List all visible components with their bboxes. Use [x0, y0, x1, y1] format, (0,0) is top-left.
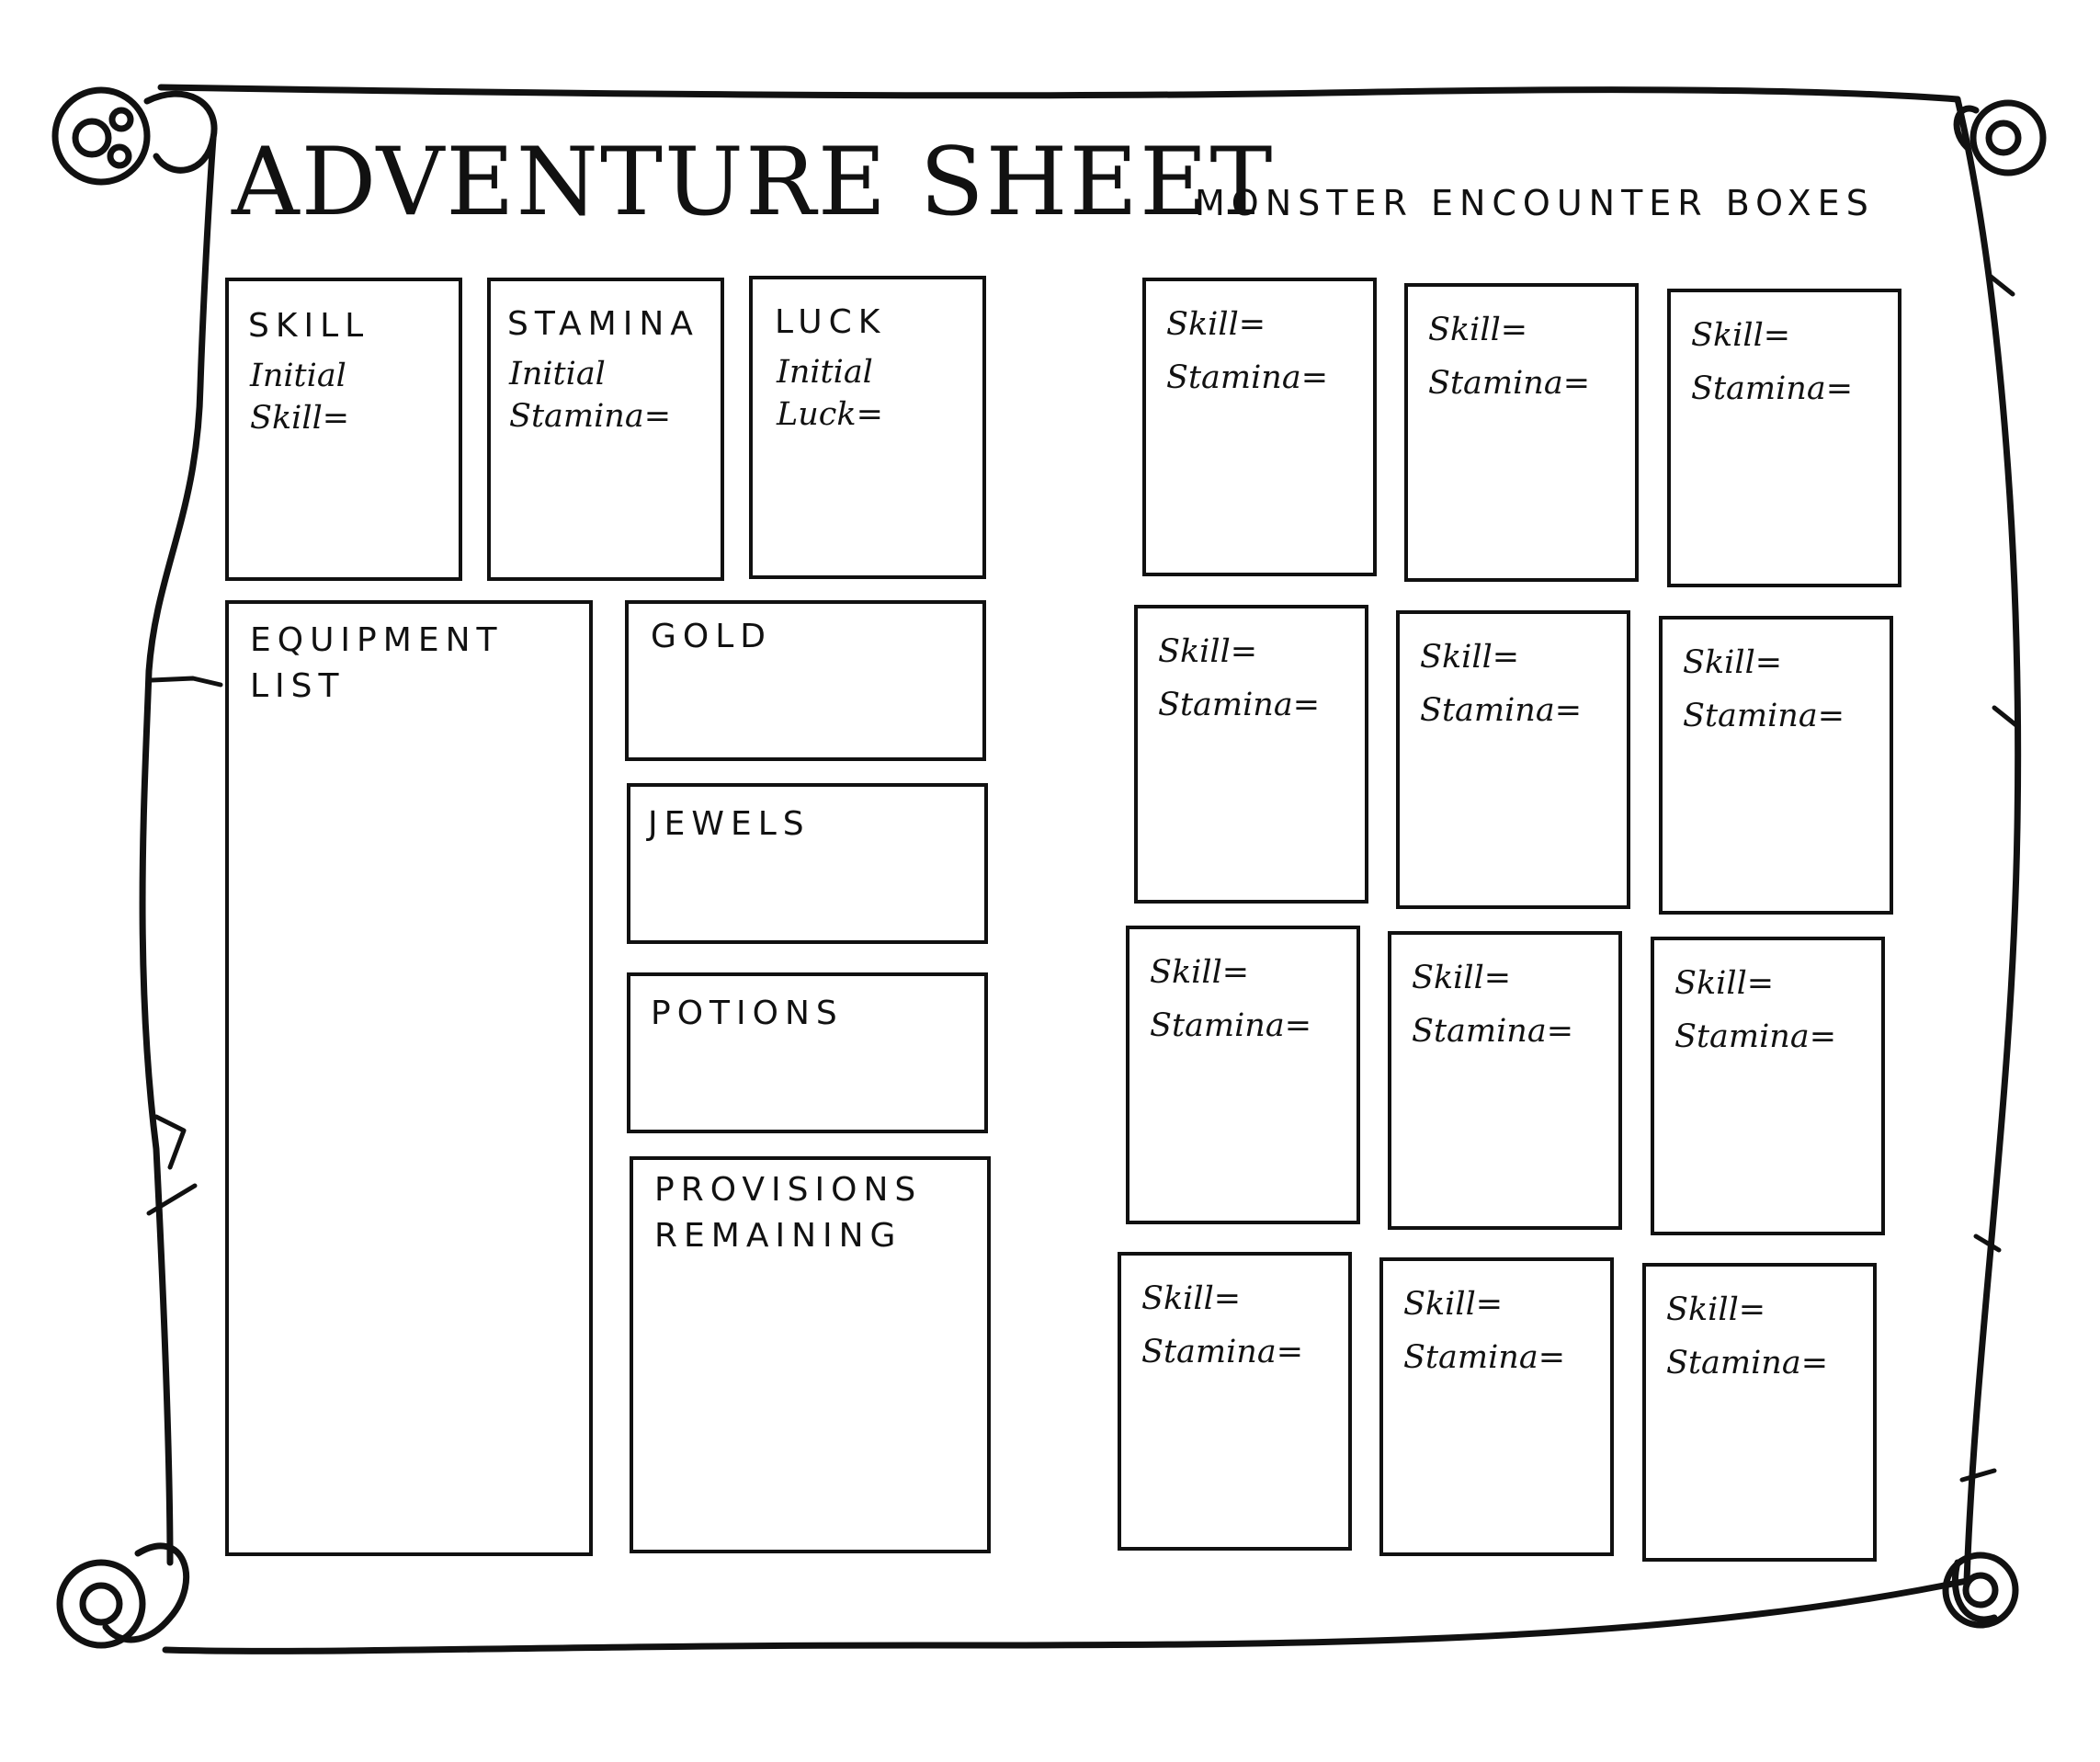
monster-stamina-label: Stamina=: [1674, 1018, 1837, 1055]
stamina-initial-label: Initial: [509, 356, 606, 392]
monster-stamina-label: Stamina=: [1683, 698, 1845, 734]
monster-stamina-label: Stamina=: [1141, 1334, 1304, 1370]
monster-skill-label: Skill=: [1412, 960, 1512, 996]
monster-stamina-label: Stamina=: [1428, 365, 1591, 402]
potions-heading: POTIONS: [651, 995, 844, 1032]
monster-encounter-heading: MONSTER ENCOUNTER BOXES: [1195, 183, 1875, 223]
provisions-heading: PROVISIONS REMAINING: [654, 1171, 923, 1255]
stamina-box[interactable]: [487, 278, 724, 581]
luck-value-label: Luck=: [777, 396, 883, 433]
luck-initial-label: Initial: [777, 354, 873, 391]
monster-stamina-label: Stamina=: [1691, 370, 1854, 407]
monster-stamina-label: Stamina=: [1666, 1345, 1829, 1381]
monster-box[interactable]: [1651, 937, 1885, 1235]
gold-heading: GOLD: [651, 618, 773, 655]
luck-heading: LUCK: [775, 303, 887, 341]
monster-stamina-label: Stamina=: [1420, 692, 1583, 729]
monster-skill-label: Skill=: [1420, 639, 1520, 676]
monster-skill-label: Skill=: [1150, 954, 1250, 991]
skill-value-label: Skill=: [250, 400, 350, 437]
monster-box[interactable]: [1404, 283, 1639, 582]
equipment-list-box[interactable]: [225, 600, 593, 1556]
monster-box[interactable]: [1134, 605, 1368, 904]
monster-stamina-label: Stamina=: [1412, 1013, 1574, 1050]
skill-initial-label: Initial: [250, 358, 346, 394]
jewels-box[interactable]: [627, 783, 988, 944]
monster-stamina-label: Stamina=: [1403, 1339, 1566, 1376]
monster-skill-label: Skill=: [1674, 965, 1775, 1002]
monster-box[interactable]: [1379, 1257, 1614, 1556]
monster-skill-label: Skill=: [1691, 317, 1791, 354]
monster-stamina-label: Stamina=: [1158, 687, 1321, 723]
monster-skill-label: Skill=: [1666, 1291, 1766, 1328]
equipment-list-heading: EQUIPMENT LIST: [250, 621, 504, 705]
monster-stamina-label: Stamina=: [1166, 359, 1329, 396]
provisions-box[interactable]: [630, 1156, 991, 1553]
stamina-value-label: Stamina=: [509, 398, 672, 435]
monster-skill-label: Skill=: [1428, 312, 1528, 348]
monster-skill-label: Skill=: [1683, 644, 1783, 681]
monster-box[interactable]: [1126, 926, 1360, 1224]
jewels-heading: JEWELS: [648, 805, 811, 843]
monster-box[interactable]: [1388, 931, 1622, 1230]
monster-stamina-label: Stamina=: [1150, 1007, 1312, 1044]
potions-box[interactable]: [627, 972, 988, 1133]
skill-heading: SKILL: [248, 307, 370, 345]
monster-box[interactable]: [1642, 1263, 1877, 1562]
stamina-heading: STAMINA: [507, 305, 699, 343]
monster-box[interactable]: [1667, 289, 1901, 587]
monster-skill-label: Skill=: [1141, 1280, 1242, 1317]
page-title: ADVENTURE SHEET: [232, 128, 1275, 237]
skill-box[interactable]: [225, 278, 462, 581]
gold-box[interactable]: [625, 600, 986, 761]
monster-box[interactable]: [1396, 610, 1630, 909]
monster-box[interactable]: [1142, 278, 1377, 576]
monster-skill-label: Skill=: [1166, 306, 1266, 343]
monster-box[interactable]: [1118, 1252, 1352, 1551]
monster-skill-label: Skill=: [1403, 1286, 1504, 1323]
luck-box[interactable]: [749, 276, 986, 579]
monster-box[interactable]: [1659, 616, 1893, 915]
monster-skill-label: Skill=: [1158, 633, 1258, 670]
